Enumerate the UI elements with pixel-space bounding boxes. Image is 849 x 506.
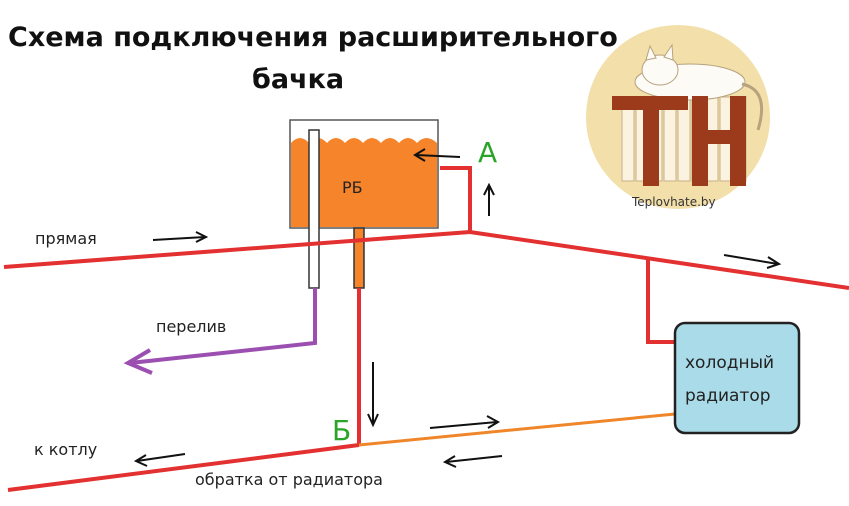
logo-letters-icon (612, 96, 746, 186)
overflow-tube (308, 129, 320, 289)
logo-cat-icon (634, 43, 763, 131)
point-a-label: А (478, 136, 497, 169)
tank-label: РБ (342, 178, 363, 197)
to-boiler-label: к котлу (34, 440, 97, 459)
teplovhate-logo: Teplovhate.by (586, 25, 770, 209)
supply-arrow-icon (152, 231, 209, 243)
cold-radiator: холодный радиатор (673, 321, 801, 435)
riser-up-arrow-icon (483, 182, 495, 216)
flow-arrows (133, 148, 782, 468)
overflow-pipe (129, 288, 317, 365)
return-down-arrow-icon (367, 362, 379, 428)
return-right-arrow-icon (429, 415, 501, 429)
radiator-label-line2: радиатор (685, 386, 771, 406)
supply-label: прямая (35, 229, 97, 248)
tank-inflow-arrow-icon (413, 148, 461, 162)
tank-water (291, 138, 437, 227)
radiator-supply-pipe (646, 258, 676, 344)
radiator-label-line1: холодный (685, 353, 774, 373)
diagram-title-line1: Схема подключения расширительного (8, 22, 618, 53)
boiler-arrow-icon (133, 453, 186, 467)
diagram-title-line2: бачка (252, 64, 344, 95)
supply-out-arrow-icon (723, 254, 782, 269)
return-label: обратка от радиатора (195, 470, 383, 489)
overflow-label: перелив (156, 317, 226, 336)
boiler-return-pipe (7, 443, 360, 492)
radiator-box (673, 321, 801, 435)
tank-outlet-stub (353, 227, 365, 289)
tank-feed-pipe (440, 166, 472, 232)
logo-text: Teplovhate.by (631, 195, 716, 209)
overflow-arrowhead-icon (123, 348, 153, 375)
supply-pipe (3, 229, 849, 290)
return-left-arrow-icon (442, 455, 503, 468)
radiator-return-pipe (358, 412, 676, 447)
point-b-label: Б (332, 414, 351, 447)
